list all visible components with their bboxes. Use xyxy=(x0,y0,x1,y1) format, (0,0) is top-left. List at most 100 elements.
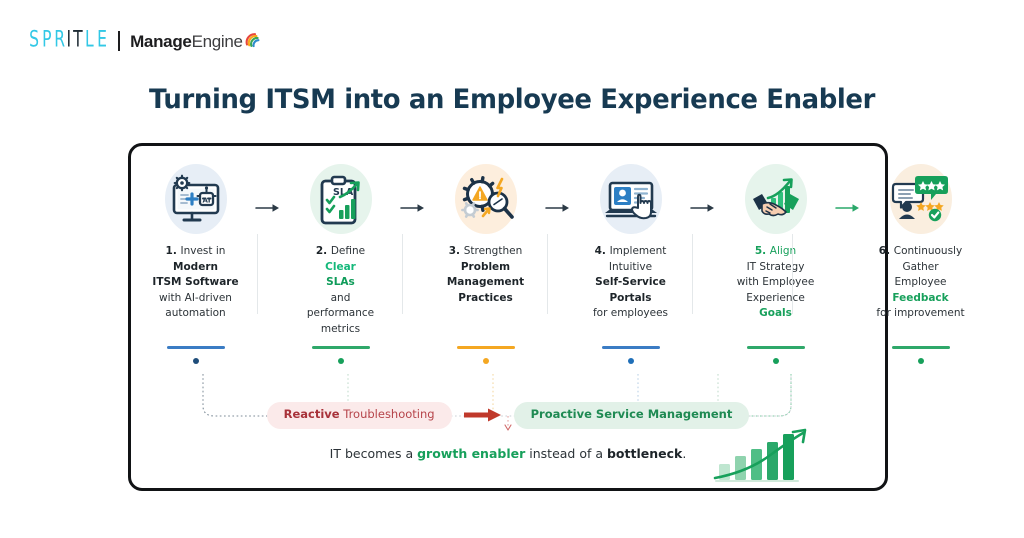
step-6-number: 6. xyxy=(878,245,894,257)
step-3-icon-wrap xyxy=(446,162,526,238)
step-3-line-2: Problem xyxy=(429,260,542,276)
step-4-line-1: 4. Implement xyxy=(574,244,687,260)
step-5-line-text: Experience xyxy=(746,291,805,304)
step-1-line-text: Invest in xyxy=(180,245,226,257)
step-4-line-text: for employees xyxy=(592,307,669,319)
arrow-step-5-to-6 xyxy=(832,180,864,236)
red-arrow-icon xyxy=(463,407,503,423)
step-2-line-text: and xyxy=(330,291,351,304)
step-5-bar xyxy=(746,346,805,349)
step-4-line-4: Portals xyxy=(574,291,687,307)
step-1-line-4: with AI-driven xyxy=(139,291,252,307)
step-3-line-3: Management xyxy=(429,275,542,291)
step-2-line-5: performance xyxy=(284,306,397,322)
step-4-line-text: Self-Service xyxy=(595,276,666,288)
step-5-line-text: IT Strategy xyxy=(746,260,805,273)
handshake-growth-icon xyxy=(752,178,799,217)
step-4-line-2: Intuitive xyxy=(574,260,687,276)
step-3-line-text: Practices xyxy=(458,291,513,304)
step-2-line-text: metrics xyxy=(320,322,361,335)
step-3-line-text: Problem xyxy=(460,260,511,273)
step-1-progress xyxy=(139,346,252,364)
page-title: Turning ITSM into an Employee Experience… xyxy=(148,84,876,115)
step-5-line-text: with Employee xyxy=(736,276,815,288)
step-1-number: 1. xyxy=(165,245,181,257)
step-6-dot xyxy=(917,357,924,364)
step-3-dot xyxy=(482,357,489,364)
brand-divider xyxy=(118,31,121,51)
step-2-progress xyxy=(284,346,397,364)
manageengine-light-text: Engine xyxy=(191,31,243,51)
feedback-stars-icon xyxy=(891,176,948,222)
step-6-icon-wrap xyxy=(881,162,961,238)
step-4-dot xyxy=(627,357,634,364)
step-4-line-3: Self-Service xyxy=(574,275,687,291)
step-6-line-5: for improvement xyxy=(864,306,977,322)
step-6-line-4: Feedback xyxy=(864,291,977,307)
step-5-line-text: Align xyxy=(769,245,797,257)
step-separator xyxy=(547,234,548,314)
step-2-line-text: Define xyxy=(330,245,366,257)
step-3-line-text: Strengthen xyxy=(463,245,523,257)
step-4-bar xyxy=(601,346,660,349)
step-5-number: 5. xyxy=(754,245,770,257)
spritle-letter-2: R xyxy=(53,25,66,52)
tagline-post: . xyxy=(682,446,687,461)
step-3-bar xyxy=(456,346,515,349)
step-1-bar xyxy=(166,346,225,349)
manageengine-bold-text: Manage xyxy=(130,31,192,51)
step-2-line-text: performance xyxy=(306,307,375,319)
reactive-badge: Reactive Troubleshooting xyxy=(266,402,452,429)
spritle-letter-1: P xyxy=(41,25,52,52)
step-6-line-text: Feedback xyxy=(892,291,949,304)
step-2-line-1: 2. Define xyxy=(284,244,397,260)
step-1-icon-wrap: AI xyxy=(156,162,236,238)
step-5-line-3: with Employee xyxy=(719,275,832,291)
step-2-line-4: and xyxy=(284,291,397,307)
step-6-line-3: Employee xyxy=(864,275,977,291)
step-5-icon-wrap xyxy=(736,162,816,238)
svg-text:SLA: SLA xyxy=(333,187,354,198)
step-2-line-3: SLAs xyxy=(284,275,397,291)
step-6-line-text: Continuously xyxy=(893,245,963,257)
tagline-mid: instead of a xyxy=(525,446,607,461)
arrow-step-1-to-2 xyxy=(252,180,284,236)
step-5-dot xyxy=(772,357,779,364)
step-2-line-2: Clear xyxy=(284,260,397,276)
step-4-line-text: Implement xyxy=(609,245,667,257)
step-4-progress xyxy=(574,346,687,364)
clipboard-sla-chart-icon: SLA xyxy=(320,175,360,225)
step-2-line-6: metrics xyxy=(284,322,397,338)
step-4-icon-wrap xyxy=(591,162,671,238)
proactive-badge: Proactive Service Management xyxy=(513,402,750,429)
step-1-line-2: Modern xyxy=(139,260,252,276)
tagline-green: growth enabler xyxy=(417,446,526,461)
step-1-line-text: with AI-driven xyxy=(159,291,232,304)
spritle-letter-5: L xyxy=(85,25,95,52)
reactive-badge-bold: Reactive xyxy=(283,407,340,421)
arrow-step-2-to-3 xyxy=(397,180,429,236)
progress-bars-row xyxy=(139,346,950,374)
step-6-line-1: 6. Continuously xyxy=(864,244,977,260)
arrow-step-4-to-5 xyxy=(687,180,719,236)
spritle-letter-4: T xyxy=(73,25,84,52)
step-5-progress xyxy=(719,346,832,364)
spritle-letter-6: E xyxy=(96,25,107,52)
step-1-dot xyxy=(192,357,199,364)
step-2-number: 2. xyxy=(315,245,331,257)
step-1-line-1: 1. Invest in xyxy=(139,244,252,260)
step-1-line-5: automation xyxy=(139,306,252,322)
